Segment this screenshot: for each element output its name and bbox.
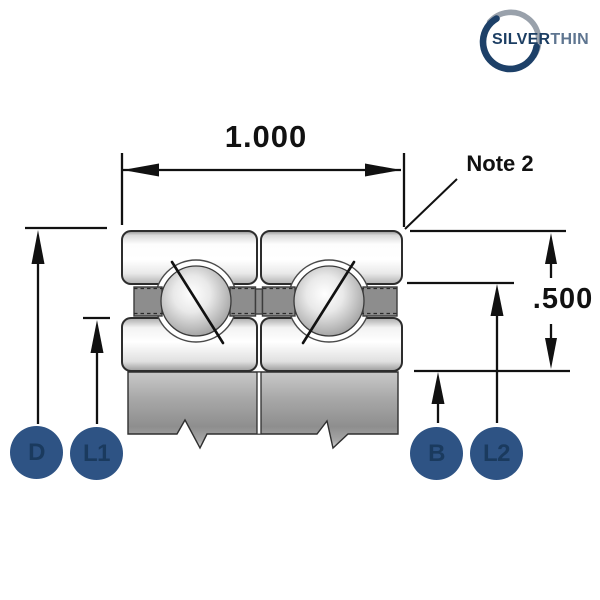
note-2-label: Note 2 (466, 151, 534, 176)
logo-swoosh-ring-icon (479, 9, 542, 73)
arrowhead-left (123, 163, 159, 177)
callout-inner-land: L2 (470, 427, 523, 480)
logo-text-silver: SILVER (492, 31, 551, 48)
contact-angle-lines (170, 260, 356, 345)
logo-text-thin: THIN (550, 31, 589, 48)
arrowhead-right (365, 163, 401, 177)
callout-outer-land: L1 (70, 427, 123, 480)
dimension-lines (25, 153, 570, 424)
overall-width-dimension: 1.000 (224, 119, 308, 154)
retainer-segments (133, 286, 398, 317)
callout-outer-diameter: D (10, 426, 63, 479)
section-height-dimension: .500 (532, 283, 594, 315)
shaft-continuation-with-break-lines (127, 371, 399, 450)
arrowhead-down-500 (545, 338, 557, 369)
silverthin-logo: SILVERTHIN (455, 8, 600, 78)
note-leader-line (404, 178, 458, 230)
callout-bore: B (410, 427, 463, 480)
logo-wordmark: SILVERTHIN (492, 31, 589, 49)
arrowhead-up-500 (545, 233, 557, 264)
